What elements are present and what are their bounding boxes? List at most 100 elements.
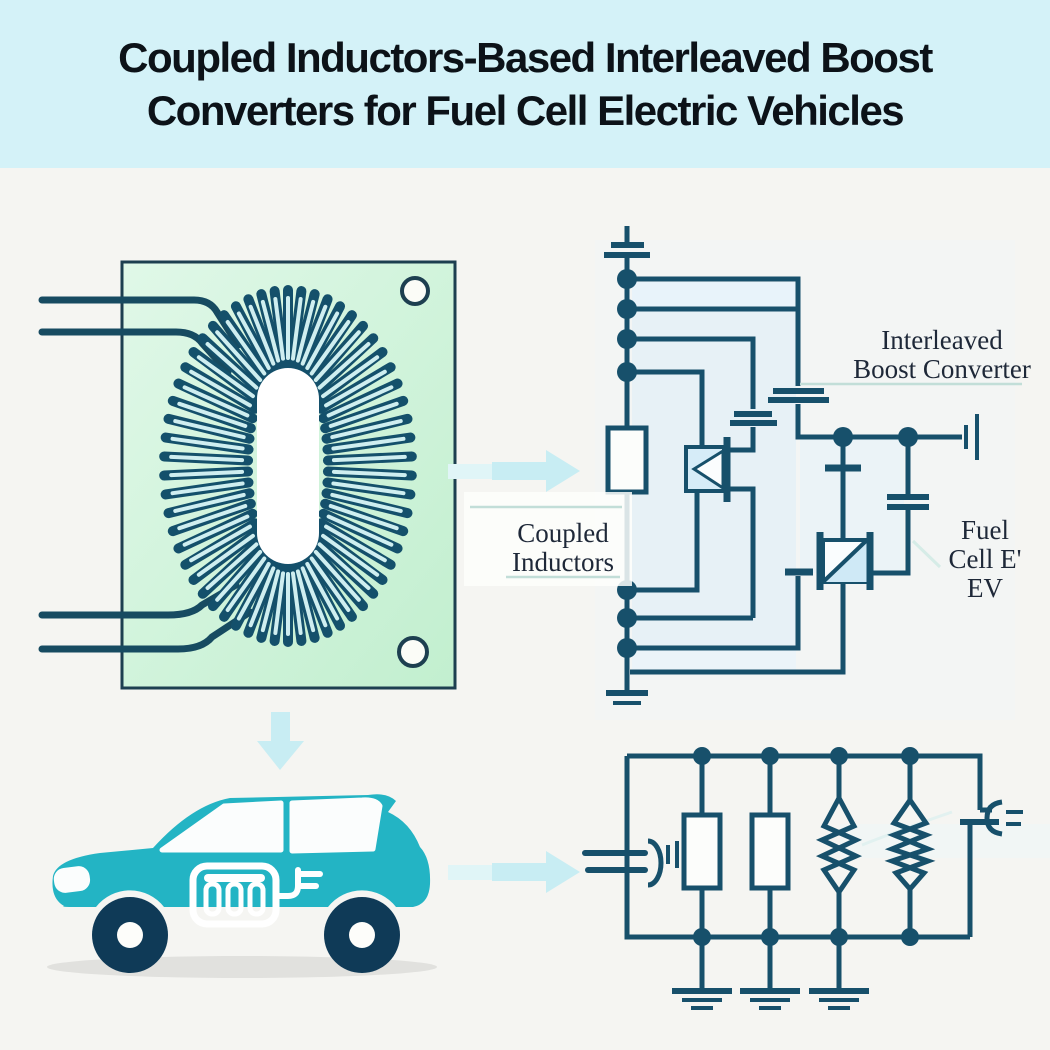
coil-turn [273,571,286,636]
junction-dot [901,928,919,946]
lead-wire [38,581,240,619]
coil-turn [331,454,407,463]
input-source-symbol [604,226,650,258]
coil-turn [330,419,403,440]
front-wheel-hub [117,922,143,948]
coil-turn [321,533,380,577]
coil-turn [300,304,328,366]
coupled-inductors-text: Inductors [512,547,614,577]
rail-wire [627,753,983,810]
coil-turn [309,556,351,612]
lead-wire [38,608,254,653]
interleaved-boost-label: Interleaved Boost Converter [800,325,1031,386]
coil-turn [169,454,245,463]
coupled-inductors-label: Coupled Inductors [464,492,632,586]
coil-center-hole [257,368,319,564]
transistor-switch-1 [684,437,731,502]
car-front-window [159,800,284,853]
inductor-box [605,425,649,495]
coupled-inductors-text: Coupled [517,518,609,548]
junction-dot [761,747,779,765]
arrow-right-bottom-icon [448,851,580,893]
fuel-cell-text: EV [967,573,1003,603]
coil-turn [236,562,271,621]
fuel-cell-ev-label: Fuel Cell E' EV [911,515,1022,603]
coil-turn [324,369,387,408]
car-rear-window [289,797,383,854]
battery-charging-icon [189,862,323,928]
rail-wire [624,756,970,940]
circuit-tint [632,650,796,672]
resistor-zigzag [815,796,863,894]
coil-turn [330,492,403,513]
wire-segment [627,276,801,386]
fuel-cell-text: Fuel [961,515,1009,545]
battery-top-bar [204,874,265,882]
junction-dot [693,928,711,946]
battery-cell [203,881,222,917]
ground-icon [740,937,800,1010]
wire-segment [725,427,756,453]
resistor-zigzag [884,798,936,891]
load-circuit [582,747,1023,1010]
coil-turn [328,401,399,429]
coil-turn [305,562,340,621]
load-box [681,812,723,891]
wire-segment [727,486,756,618]
coil-turn [215,549,263,602]
junction-dot [833,427,853,447]
coil-turn [290,571,303,636]
wire-segment [627,576,801,651]
coil-turn [313,549,361,602]
coil-turn [182,514,250,547]
plug-body [984,799,1003,837]
junction-dot [693,747,711,765]
title-banner: Coupled Inductors-Based Interleaved Boos… [0,0,1050,168]
wire-segment [627,369,705,447]
junction-dot [830,928,848,946]
interleaved-boost-text: Boost Converter [853,354,1031,384]
coil-turn [205,542,259,590]
coil-turn [170,481,245,496]
coil-turn [324,524,387,563]
leader-line [911,539,942,569]
interleaved-boost-text: Interleaved [881,325,1003,355]
mounting-hole [397,636,429,668]
junction-dot [617,638,637,658]
coil-turn [290,296,303,361]
coil-turn [170,436,245,451]
coil-turn [189,524,252,563]
coil-turn [331,436,406,451]
coil-turn [295,569,316,633]
coil-turn [169,469,245,478]
coil-turn [328,503,399,531]
coil-turn [182,385,250,418]
coil-turn [260,299,281,363]
junction-dot [617,269,637,289]
resistor-zigzag [884,798,936,891]
junction-dot [901,747,919,765]
coil-turn [326,514,394,547]
plug-symbol-icon [984,799,1023,837]
coil-turn [309,320,351,376]
transistor-triangle [691,448,725,491]
coil-turn [260,569,281,633]
boost-converter-circuit [604,226,979,705]
coil-turn [317,542,371,590]
page-title-line1: Coupled Inductors-Based Interleaved Boos… [118,34,933,81]
coil-turn [305,311,340,370]
right-arrow-icon [492,851,580,893]
coil-turn [273,296,286,361]
coil-turn [300,566,328,628]
page-title-line2: Converters for Fuel Cell Electric Vehicl… [146,87,905,134]
junction-dot [761,928,779,946]
junction-dots [693,747,919,946]
junction-dots [617,269,918,658]
wire-segment [627,491,700,593]
coil-turn [215,330,263,383]
battery-cell [247,881,266,917]
battery-cell [225,881,244,917]
circuit-tint [632,282,796,309]
coil-turn [173,492,246,513]
